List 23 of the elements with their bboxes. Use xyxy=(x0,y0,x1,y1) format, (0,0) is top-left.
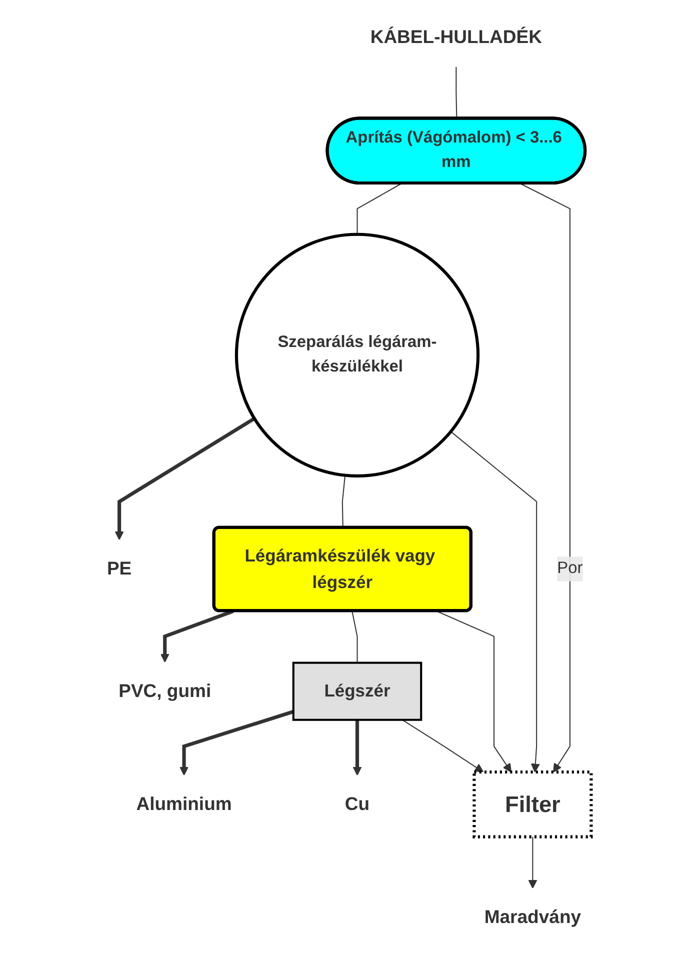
edge-label: Por xyxy=(557,560,583,578)
node-text: Aluminium xyxy=(136,794,232,814)
node-box: Légszér xyxy=(292,662,422,721)
node-text: Cu xyxy=(344,794,370,814)
connector xyxy=(356,183,402,234)
connector xyxy=(342,475,346,528)
arrow xyxy=(436,610,512,772)
arrow xyxy=(528,836,538,889)
arrow xyxy=(160,609,234,662)
arrow xyxy=(450,431,540,772)
arrow xyxy=(520,183,570,772)
node-circle: Szeparálás légáram-készülékkel xyxy=(234,232,480,478)
node-text: PVC, gumi xyxy=(118,680,212,702)
arrow xyxy=(352,720,362,776)
connector xyxy=(352,611,358,663)
node-box: Filter xyxy=(472,770,593,838)
arrow xyxy=(180,710,294,776)
node-text: KÁBEL-HULLADÉK xyxy=(370,26,542,48)
node-text: PE xyxy=(106,558,132,579)
arrow xyxy=(114,416,256,540)
connector xyxy=(456,66,458,119)
arrow xyxy=(402,719,484,772)
node-text: Maradvány xyxy=(484,906,582,928)
